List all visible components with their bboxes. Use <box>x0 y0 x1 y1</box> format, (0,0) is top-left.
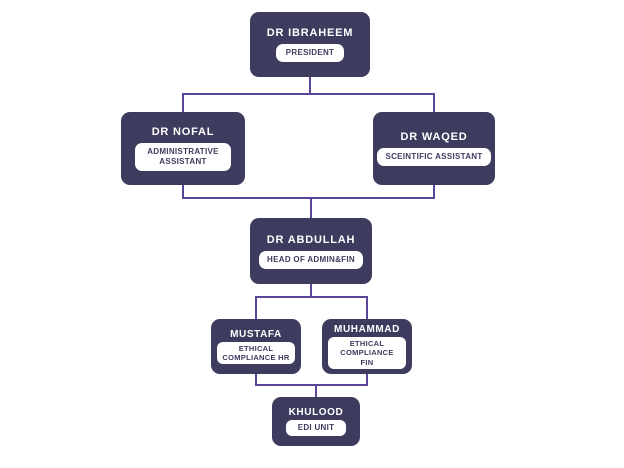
node-title-badge: ETHICAL COMPLIANCE HR <box>217 341 295 365</box>
node-name: MUSTAFA <box>230 328 282 340</box>
node-title-text: ADMINISTRATIVE ASSISTANT <box>147 147 219 166</box>
node-title-text: HEAD OF ADMIN&FIN <box>267 254 355 264</box>
node-title-badge: ETHICAL COMPLIANCE FIN <box>328 336 406 370</box>
node-name: DR IBRAHEEM <box>266 27 354 39</box>
node-name: DR WAQED <box>400 131 468 143</box>
org-node-scientific-assistant: DR WAQED SCEINTIFIC ASSISTANT <box>373 112 495 185</box>
org-node-administrative-assistant: DR NOFAL ADMINISTRATIVE ASSISTANT <box>121 112 245 185</box>
node-title-text: SCEINTIFIC ASSISTANT <box>385 152 483 161</box>
node-title-text: EDI UNIT <box>297 423 335 432</box>
org-node-ethical-compliance-fin: MUHAMMAD ETHICAL COMPLIANCE FIN <box>322 319 412 374</box>
org-node-president: DR IBRAHEEM PRESIDENT <box>250 12 370 77</box>
node-name: DR NOFAL <box>151 126 215 138</box>
org-node-edi-unit: KHULOOD EDI UNIT <box>272 397 360 446</box>
node-name: MUHAMMAD <box>334 323 400 335</box>
node-name: KHULOOD <box>288 407 344 418</box>
node-title-badge: HEAD OF ADMIN&FIN <box>259 250 363 269</box>
node-title-badge: EDI UNIT <box>285 420 347 436</box>
org-node-head-of-admin-fin: DR ABDULLAH HEAD OF ADMIN&FIN <box>250 218 372 284</box>
node-title-text: ETHICAL COMPLIANCE FIN <box>340 338 394 367</box>
node-title-text: PRESIDENT <box>285 48 335 57</box>
org-node-ethical-compliance-hr: MUSTAFA ETHICAL COMPLIANCE HR <box>211 319 301 374</box>
node-name: DR ABDULLAH <box>266 233 356 246</box>
node-title-badge: ADMINISTRATIVE ASSISTANT <box>135 143 231 171</box>
node-title-badge: PRESIDENT <box>275 44 345 62</box>
node-title-badge: SCEINTIFIC ASSISTANT <box>377 148 491 166</box>
node-title-text: ETHICAL COMPLIANCE HR <box>222 343 290 362</box>
